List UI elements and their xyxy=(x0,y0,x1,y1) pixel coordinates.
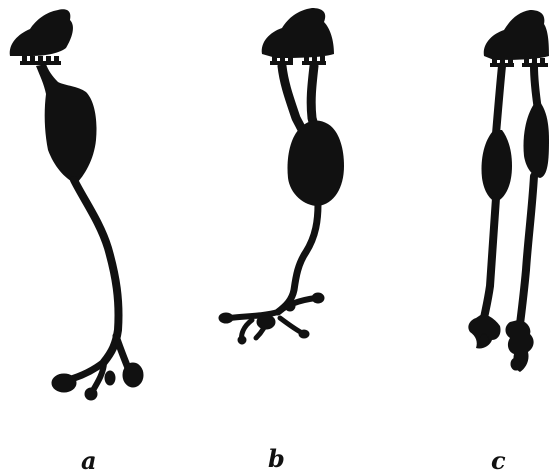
cell-body-a xyxy=(36,64,97,184)
terminal-bouton-b5 xyxy=(238,336,246,344)
terminal-bouton-b4 xyxy=(299,330,309,338)
axon-c2 xyxy=(520,176,534,324)
dendrite-teeth-a xyxy=(20,56,61,65)
terminal-bouton-a2 xyxy=(123,363,143,387)
terminal-bouton-b3 xyxy=(257,315,275,329)
axon-branch-a2 xyxy=(116,336,128,368)
terminal-bouton-a3 xyxy=(85,388,97,400)
panel-label-a: a xyxy=(81,449,97,473)
terminal-bouton-a1 xyxy=(52,374,76,392)
terminal-bouton-b2 xyxy=(312,293,324,303)
axon-c1 xyxy=(484,198,496,318)
panel-label-c: c xyxy=(491,449,506,473)
neuron-pair-c xyxy=(468,10,549,372)
terminal-bouton-a4 xyxy=(105,371,115,385)
cell-body-c1 xyxy=(482,130,513,202)
synapse-terminal-a xyxy=(10,9,73,56)
neuron-a xyxy=(10,9,143,400)
axon-a xyxy=(74,180,119,362)
cell-body-c2 xyxy=(523,102,549,178)
terminal-bouton-c2 xyxy=(511,358,521,370)
panel-label-b: b xyxy=(268,447,285,471)
axon-branch-b2 xyxy=(278,298,316,312)
cell-body-b xyxy=(288,121,345,206)
dendrite-stalk-c1 xyxy=(496,66,502,134)
synapse-terminal-b xyxy=(262,8,334,58)
neuron-b xyxy=(219,8,344,344)
synapse-terminal-c xyxy=(484,10,549,60)
terminal-bouton-b6 xyxy=(285,301,295,311)
terminal-bouton-c1 xyxy=(479,334,489,346)
terminal-bouton-b1 xyxy=(219,313,233,323)
